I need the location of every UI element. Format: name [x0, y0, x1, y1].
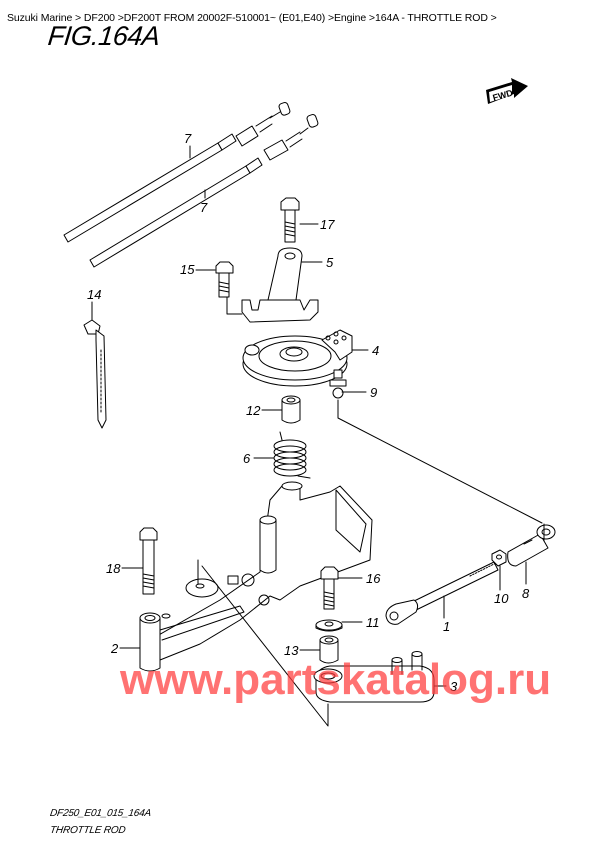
part-6-spring[interactable] [273, 431, 311, 479]
callout-8[interactable]: 8 [522, 586, 530, 601]
callout-11[interactable]: 11 [366, 615, 380, 630]
part-15-bolt[interactable] [215, 261, 243, 315]
part-2-lever-arm[interactable] [139, 605, 245, 672]
callout-15[interactable]: 15 [180, 262, 195, 277]
callout-6[interactable]: 6 [243, 451, 251, 466]
breadcrumb-separator: > [325, 12, 334, 24]
callout-4[interactable]: 4 [372, 343, 379, 358]
part-13-bushing[interactable] [319, 635, 339, 664]
diagram-code: DF250_E01_015_164A [49, 808, 152, 819]
watermark: www.partskatalog.ru [120, 655, 552, 704]
part-11-washer[interactable] [315, 619, 343, 632]
part-8-rod-end-joint[interactable] [507, 524, 556, 567]
part-1-throttle-rod[interactable] [385, 561, 499, 625]
callout-12[interactable]: 12 [246, 403, 261, 418]
callout-1[interactable]: 1 [443, 619, 450, 634]
callout-7-upper[interactable]: 7 [184, 131, 192, 146]
callout-labels: 7 7 17 15 5 14 4 9 12 6 18 16 8 10 11 1 … [87, 131, 530, 694]
breadcrumb: Suzuki Marine > DF200 >DF200T FROM 20002… [7, 12, 497, 24]
callout-13[interactable]: 13 [284, 643, 299, 658]
part-10-lock-nut[interactable] [491, 549, 507, 567]
diagram-name: THROTTLE ROD [49, 825, 127, 836]
callout-2[interactable]: 2 [110, 641, 119, 656]
callout-17[interactable]: 17 [320, 217, 335, 232]
breadcrumb-separator: > [114, 12, 124, 24]
part-4-cam-pulley[interactable] [242, 329, 353, 387]
part-3-link-plate[interactable] [313, 651, 435, 703]
breadcrumb-separator: > [487, 12, 497, 24]
breadcrumb-item-throttle-rod[interactable]: 164A - THROTTLE ROD [374, 12, 488, 24]
breadcrumb-separator: > [366, 12, 375, 24]
callout-18[interactable]: 18 [106, 561, 121, 576]
leader-lines [119, 145, 545, 727]
part-16-bolt[interactable] [320, 566, 339, 610]
callout-16[interactable]: 16 [366, 571, 381, 586]
fwd-arrow-icon: FWD [486, 78, 528, 104]
callout-9[interactable]: 9 [370, 385, 377, 400]
part-18-long-bolt[interactable] [139, 527, 158, 595]
throttle-lever-housing [149, 481, 373, 661]
part-14-cable-tie[interactable] [83, 301, 107, 429]
breadcrumb-item-suzuki-marine[interactable]: Suzuki Marine [7, 12, 73, 24]
breadcrumb-item-model[interactable]: DF200T FROM 20002F-510001~ (E01,E40) [123, 12, 326, 24]
part-9-ball-stud[interactable] [329, 369, 543, 524]
part-17-bolt[interactable] [280, 197, 300, 243]
callout-7-lower[interactable]: 7 [200, 200, 208, 215]
breadcrumb-item-df200[interactable]: DF200 [83, 12, 115, 24]
part-5-bracket[interactable] [241, 247, 319, 323]
callout-10[interactable]: 10 [494, 591, 509, 606]
callout-5[interactable]: 5 [326, 255, 334, 270]
part-12-collar[interactable] [281, 395, 301, 424]
part-7-cable-lower[interactable] [89, 113, 319, 268]
callout-14[interactable]: 14 [87, 287, 101, 302]
breadcrumb-separator: > [72, 12, 84, 24]
callout-3[interactable]: 3 [450, 679, 458, 694]
part-7-cable-upper[interactable] [63, 101, 291, 243]
breadcrumb-item-engine[interactable]: Engine [334, 12, 367, 24]
